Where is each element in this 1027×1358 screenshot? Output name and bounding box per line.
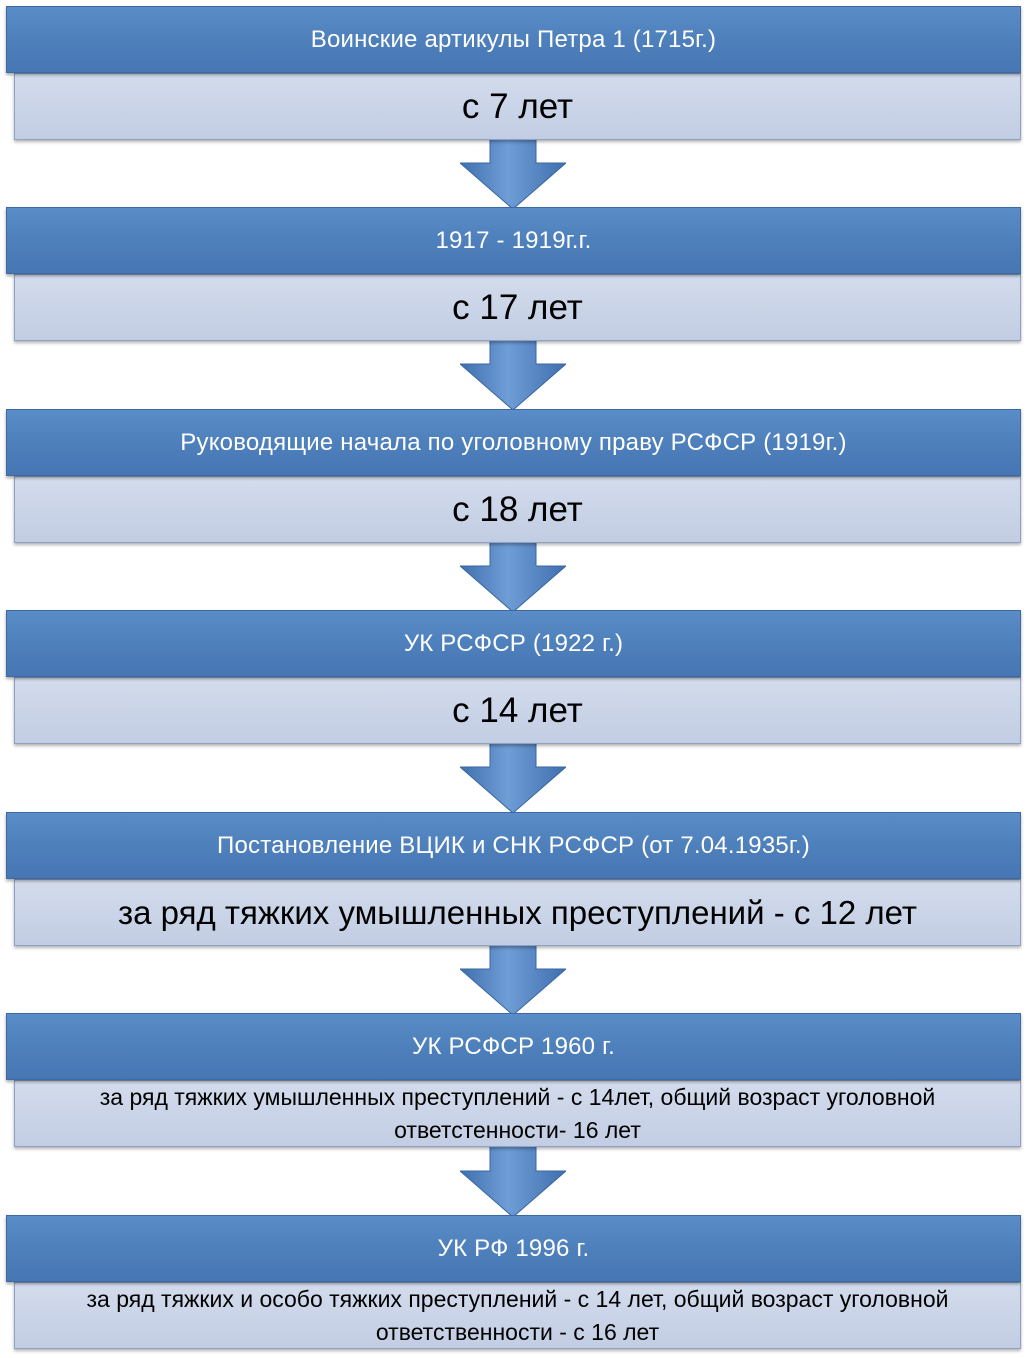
step-age-1: с 7 лет [14,73,1021,140]
step-title-6: УК РСФСР 1960 г. [6,1013,1021,1080]
step-age-3: с 18 лет [14,476,1021,543]
step-title-2: 1917 - 1919г.г. [6,207,1021,274]
step-age-7: за ряд тяжких и особо тяжких преступлени… [14,1282,1021,1349]
down-arrow-3 [460,540,566,612]
down-arrow-5 [460,943,566,1015]
down-arrow-4 [460,741,566,813]
step-age-4: с 14 лет [14,677,1021,744]
step-age-6: за ряд тяжких умышленных преступлений - … [14,1080,1021,1147]
step-age-2: с 17 лет [14,274,1021,341]
step-title-1: Воинские артикулы Петра 1 (1715г.) [6,6,1021,73]
step-title-7: УК РФ 1996 г. [6,1215,1021,1282]
step-title-5: Постановление ВЦИК и СНК РСФСР (от 7.04.… [6,812,1021,879]
step-title-4: УК РСФСР (1922 г.) [6,610,1021,677]
step-title-3: Руководящие начала по уголовному праву Р… [6,409,1021,476]
down-arrow-2 [460,338,566,410]
down-arrow-1 [460,137,566,209]
step-age-5: за ряд тяжких умышленных преступлений - … [14,879,1021,946]
down-arrow-6 [460,1145,566,1217]
